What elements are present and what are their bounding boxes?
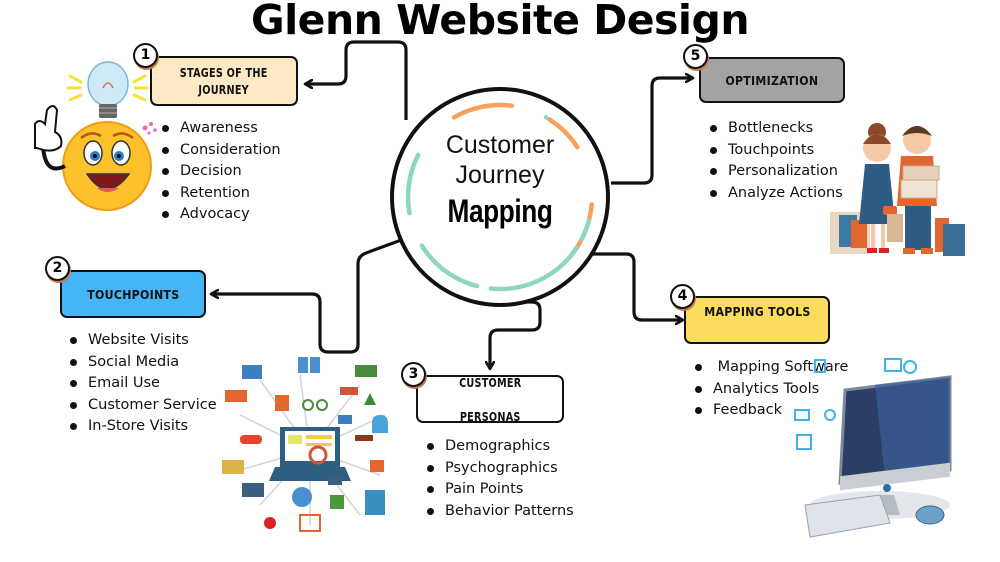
list-item: Website Visits bbox=[68, 330, 217, 352]
book-icon bbox=[299, 514, 321, 532]
ball-icon bbox=[264, 517, 276, 529]
node-5-badge: 5 bbox=[683, 44, 708, 69]
list-item: Behavior Patterns bbox=[425, 501, 574, 523]
node-3-label-line2: Personas bbox=[459, 408, 521, 424]
pointing-hand-icon bbox=[34, 105, 66, 171]
smiley-face-icon bbox=[62, 121, 152, 211]
phone-icon bbox=[814, 359, 826, 373]
hub-circle bbox=[390, 87, 610, 307]
list-item: Demographics bbox=[425, 436, 574, 458]
woman-figure-icon bbox=[859, 123, 903, 253]
sofa-icon bbox=[355, 365, 377, 377]
connector-1 bbox=[306, 40, 408, 120]
node-mapping-tools[interactable]: Mapping Tools bbox=[684, 296, 834, 348]
connector-3 bbox=[490, 300, 542, 368]
palm-tree-icon bbox=[364, 393, 376, 405]
lightbulb-icon bbox=[66, 61, 149, 118]
node-customer-personas[interactable]: CustomerPersonas bbox=[416, 374, 568, 427]
list-item: Email Use bbox=[68, 373, 217, 395]
globe-icon bbox=[292, 487, 312, 507]
connector-5 bbox=[611, 78, 692, 185]
list-item: Pain Points bbox=[425, 479, 574, 501]
hub-label: Customer Journey Mapping bbox=[388, 85, 612, 309]
node-1-label-line1: Stages of the bbox=[180, 65, 268, 80]
box-icon bbox=[222, 460, 244, 474]
list-item: Retention bbox=[160, 183, 281, 205]
mail-icon bbox=[794, 409, 810, 421]
connector-4 bbox=[588, 252, 682, 320]
list-item: Psychographics bbox=[425, 458, 574, 480]
hub-ring-orange bbox=[405, 102, 595, 292]
list-item: Awareness bbox=[160, 118, 281, 140]
node-1-list: Awareness Consideration Decision Retenti… bbox=[160, 118, 281, 226]
node-3-list: Demographics Psychographics Pain Points … bbox=[425, 436, 574, 522]
wallet-icon bbox=[370, 460, 384, 472]
node-1-label-line2: Journey bbox=[198, 82, 250, 97]
node-stages-of-the-journey[interactable]: Stages of theJourney bbox=[150, 56, 302, 110]
ship-icon bbox=[340, 387, 358, 395]
mouse-icon bbox=[915, 505, 945, 525]
node-5-list: Bottlenecks Touchpoints Personalization … bbox=[708, 118, 843, 204]
list-item: In-Store Visits bbox=[68, 416, 217, 438]
list-item: Customer Service bbox=[68, 395, 217, 417]
jacket-icon bbox=[365, 490, 385, 515]
hub-line-1: Customer bbox=[445, 131, 555, 159]
list-item: Decision bbox=[160, 161, 281, 183]
headphones-icon bbox=[824, 409, 836, 421]
car-icon bbox=[240, 435, 262, 444]
smiley-lightbulb-illustration bbox=[34, 61, 157, 211]
node-2-list: Website Visits Social Media Email Use Cu… bbox=[68, 330, 217, 438]
desktop-computer-illustration bbox=[794, 358, 952, 538]
page-title: Glenn Website Design bbox=[250, 0, 750, 44]
shirt-icon bbox=[275, 395, 289, 411]
node-4-badge: 4 bbox=[670, 284, 695, 309]
list-item: Advocacy bbox=[160, 204, 281, 226]
list-item: Feedback bbox=[693, 400, 848, 422]
node-touchpoints[interactable]: Touchpoints bbox=[60, 270, 210, 322]
connector-2 bbox=[212, 237, 405, 354]
list-item: Social Media bbox=[68, 352, 217, 374]
shoe-icon bbox=[355, 435, 373, 441]
screen-icon bbox=[884, 358, 902, 372]
node-4-label: Mapping Tools bbox=[703, 304, 811, 319]
list-item: Bottlenecks bbox=[708, 118, 843, 140]
list-item: Personalization bbox=[708, 161, 843, 183]
bicycle-icon bbox=[302, 399, 314, 411]
hub-line-3: Mapping bbox=[447, 193, 553, 229]
node-2-label: Touchpoints bbox=[86, 286, 180, 302]
tablet-icon bbox=[298, 357, 308, 373]
camera-icon bbox=[328, 475, 342, 485]
list-item: Touchpoints bbox=[708, 140, 843, 162]
node-3-badge: 3 bbox=[401, 362, 426, 387]
refresh-icon bbox=[903, 360, 917, 374]
man-figure-icon bbox=[897, 126, 965, 256]
node-optimization[interactable]: Optimization bbox=[699, 57, 849, 107]
list-item: Analyze Actions bbox=[708, 183, 843, 205]
truck-icon bbox=[225, 390, 247, 402]
laptop-small-icon bbox=[242, 483, 264, 497]
node-3-label-line1: Customer bbox=[458, 374, 522, 390]
monitor-icon bbox=[242, 365, 262, 379]
hub-line-2: Journey bbox=[455, 161, 545, 189]
cursor-window-icon bbox=[796, 434, 812, 450]
handbag-icon bbox=[372, 415, 388, 433]
list-item: Analytics Tools bbox=[693, 379, 848, 401]
keyboard-icon bbox=[804, 494, 891, 538]
list-item: Mapping Software bbox=[693, 357, 848, 379]
magnifier-icon bbox=[308, 445, 328, 465]
node-5-label: Optimization bbox=[725, 72, 819, 88]
sparkle-icon bbox=[142, 122, 157, 135]
ecommerce-network-illustration bbox=[222, 357, 388, 532]
node-4-list: Mapping Software Analytics Tools Feedbac… bbox=[693, 357, 848, 422]
list-item: Consideration bbox=[160, 140, 281, 162]
gift-icon bbox=[330, 495, 344, 509]
shopping-couple-illustration bbox=[830, 123, 965, 256]
node-1-badge: 1 bbox=[133, 43, 158, 68]
hub-ring-teal bbox=[405, 102, 595, 292]
credit-card-icon bbox=[338, 415, 352, 424]
node-2-badge: 2 bbox=[45, 256, 70, 281]
